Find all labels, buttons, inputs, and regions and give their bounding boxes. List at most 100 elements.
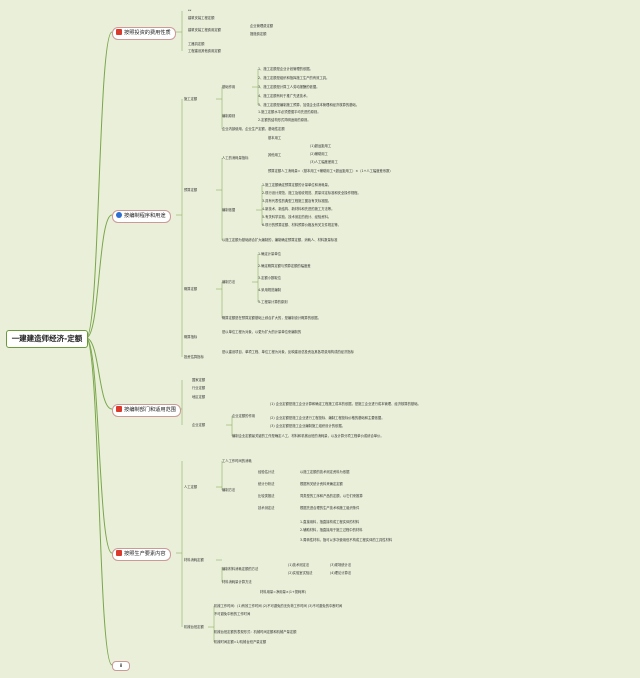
qita-item: (3)人工幅度差用工 — [310, 160, 338, 164]
root-node[interactable]: 一建建造师经济-定额 — [6, 330, 88, 348]
shigong-item: 5、施工定额是编制施工预算，加强企业成本管理和经济核算的基础。 — [258, 103, 360, 107]
zhibiao-label: 概算指标 — [184, 335, 198, 339]
gaisuan-note: 概算定额是在预算定额基础上综合扩大的，是编制设计概算的依据。 — [222, 316, 321, 320]
category-production-factors[interactable]: 按照生产要素内容 — [112, 548, 171, 561]
cailiao-label: 材料消耗定额 — [184, 558, 204, 562]
category-dept-scope[interactable]: 按编制部门和适用范围 — [112, 404, 181, 417]
blue-drop-icon — [116, 212, 122, 218]
rengong-ding-label: 人工定额 — [184, 485, 198, 489]
c1-item: 工器具定额 — [188, 42, 205, 46]
rengong-item-note: 同类型的工序和产品的定额，以它们来推算 — [300, 494, 363, 498]
rengong-item-note: 根据有关统计资料来确定定额 — [300, 482, 343, 486]
category-program-use[interactable]: 按编制程序和用途 — [112, 210, 171, 223]
cailiao-fangfa: 编制材料消耗定额的方法 — [222, 567, 259, 571]
qita-label: 其他用工 — [268, 153, 282, 157]
base-yonggong: 基本用工 — [268, 136, 282, 140]
connector — [85, 337, 113, 666]
rengong-bianzhi: 编制方法 — [222, 488, 236, 492]
jixie-label: 机械台班定额 — [184, 625, 204, 629]
buzhou-label: 编制方法 — [222, 280, 236, 284]
category-label: 按编制部门和适用范围 — [124, 407, 176, 413]
cailiao-yongliang: 材料用量=净用量×(1+损耗率) — [260, 590, 306, 594]
qiye-note: 编制企业定额最关键的工作是确定人工、材料和机械台班的消耗量，以及计算分项工程单价… — [232, 434, 384, 438]
c3-item: 行业定额 — [192, 386, 206, 390]
c1-item: ** — [188, 9, 192, 13]
rengong-item: 经验估计法 — [258, 470, 275, 474]
qiye-item: (3) 企业定额是施工企业编制施工组织设计的依据。 — [270, 424, 345, 428]
bianzhi-item: 1.施工定额水平必须遵循平均先进的原则。 — [258, 110, 321, 114]
qiye-item: (2) 企业定额是施工企业进行工程投标、编制工程投标价格的基础和主要依据。 — [270, 416, 385, 420]
buzhou-item: 1.确定计量单位 — [258, 252, 281, 256]
c3-item: 国家定额 — [192, 378, 206, 382]
yiju-label: 编制依据 — [222, 208, 236, 212]
cailiao-fangfa-item: (2)实验室试验法 — [288, 571, 313, 575]
touzi-note: 是以建设项目、单项工程、单位工程为对象，反映建设总投资及其各项费用构成的经济指标 — [222, 350, 354, 354]
c1-item: 工程建设其他费用定额 — [188, 49, 221, 53]
touzi-label: 投资估算指标 — [184, 355, 204, 359]
c1-sub: 措施费定额 — [250, 32, 267, 36]
yiju-item: 3.具有代表性的典型工程施工图及有关标准图。 — [262, 199, 332, 203]
cailiao-fangfa-item: (1)技术测定法 — [288, 563, 310, 567]
cailiao-item: 2.辅助材料，指直接用于施工过程中的材料 — [300, 528, 363, 532]
red-flag-icon — [116, 550, 122, 556]
yiju-item: 1.施工定额确定预算定额的计量单位和消耗量。 — [262, 183, 332, 187]
qiye-item: (1) 企业定额是施工企业计算和确定工程施工成本的依据，是施工企业进行成本管理、… — [270, 402, 421, 406]
shigong-item: 4、施工定额有利于推广先进技术。 — [258, 94, 310, 98]
jixie-item: 不可避免中断的工作时间 — [214, 612, 251, 616]
buzhou-item: 2.确定概算定额与预算定额的幅度差 — [258, 264, 311, 268]
rengong-xingshi: 工人工作时间的消耗 — [222, 459, 252, 463]
shigong-extra: 企业内部使用，企业生产定额，基础性定额 — [222, 127, 285, 131]
bottom-tag[interactable]: 8 — [112, 661, 130, 671]
buzhou-item: 3.定额小数取位 — [258, 276, 281, 280]
jixie-note: 机械时间定额=1/机械台班产量定额 — [214, 640, 267, 644]
category-fee-nature[interactable]: 按照投资的费用性质 — [112, 27, 176, 40]
yiju-item: 2.现行设计规范、施工及验收规范、质量评定标准和安全操作规程。 — [262, 191, 361, 195]
red-flag-icon — [116, 406, 122, 412]
qita-item: (1)超运距用工 — [310, 144, 332, 148]
gaisuan-label: 概算定额 — [184, 287, 198, 291]
jixie-item: 机械工作时间：(1)有效工作时间 (2)不可避免的无负荷工作时间 (3)不可避免… — [214, 604, 343, 608]
connector — [85, 337, 113, 554]
category-label: 按编制程序和用途 — [124, 213, 166, 219]
buzhou-item: 5.工程量计算的原则 — [258, 300, 288, 304]
yusuan-label: 预算定额 — [184, 188, 198, 192]
shigong-item: 2、施工定额是组织和指挥施工生产的有效工具。 — [258, 76, 330, 80]
jixie-item: 机械台班定额的表现形式：机械时间定额和机械产量定额 — [214, 630, 297, 634]
c1-item: 建筑安装工程定额 — [188, 16, 215, 20]
cailiao-fangfa-item: (3)现场统计法 — [330, 563, 352, 567]
yusuan-formula: 预算定额人工消耗量=（基本用工+辅助用工+超运距用工）×（1+人工幅度差系数） — [268, 169, 393, 173]
cailiao-jisuan: 材料消耗量计算方法 — [222, 580, 252, 584]
rengong-item-note: 以施工定额的技术测定资料为依据 — [300, 470, 350, 474]
rengong-label: 人工的消耗量指标 — [222, 156, 249, 160]
cailiao-fangfa-item: (4)理论计算法 — [330, 571, 352, 575]
shigong-label: 施工定额 — [184, 97, 198, 101]
category-label: 按照投资的费用性质 — [124, 30, 171, 36]
category-label: 按照生产要素内容 — [124, 551, 166, 557]
rengong-item: 统计分析法 — [258, 482, 275, 486]
qiye-zuoyong: 企业定额的作用 — [232, 414, 256, 418]
zhibiao-note: 是以单位工程为对象，以更为扩大的计量单位来编制的 — [222, 330, 302, 334]
bianzhi-item: 2.定额的结构形式简明适用的原则。 — [258, 118, 311, 122]
c1-sub: 企业管理费定额 — [250, 24, 274, 28]
buzhou-item: 4.采用规范编制 — [258, 288, 281, 292]
yusuan-note: 以施工定额为基础综合扩大编制的，编制确定预算定额，消耗人、材料数量标准 — [222, 238, 338, 242]
rengong-item-note: 根据先进合理的生产技术和施工组织条件 — [300, 506, 360, 510]
c3-item: 企业定额 — [192, 423, 206, 427]
red-flag-icon — [116, 29, 122, 35]
shigong-sub-label: 基础作用 — [222, 85, 236, 89]
shigong-item: 3、施工定额是计算工人劳动报酬的依据。 — [258, 85, 320, 89]
shigong-item: 1、施工定额是企业计划管理的依据。 — [258, 67, 313, 71]
yiju-item: 4.新技术、新结构、新材料和先进的施工方法等。 — [262, 207, 335, 211]
connector — [85, 214, 113, 339]
rengong-item: 技术测定法 — [258, 506, 275, 510]
c3-item: 地区定额 — [192, 395, 206, 399]
yiju-item: 6.现行的预算定额、材料预算价格及有关文件规定等。 — [262, 223, 341, 227]
yiju-item: 5.有关科学实验、技术测定的统计、经验资料。 — [262, 215, 332, 219]
connector — [85, 31, 113, 339]
connector — [85, 337, 113, 410]
cailiao-item: 3.周转性材料，指可以多次使用但不构成工程实体的工具性材料 — [300, 538, 393, 542]
qita-item: (2)辅助用工 — [310, 152, 328, 156]
cailiao-item: 1.直接用料，指直接构成工程实体的材料 — [300, 520, 360, 524]
